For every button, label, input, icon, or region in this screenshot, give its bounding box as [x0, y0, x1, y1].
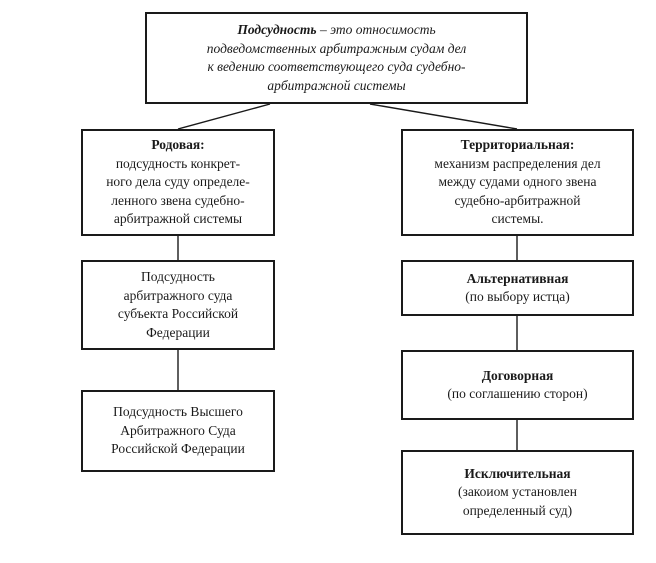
generic-line-2: ного дела суду определе- — [106, 174, 250, 190]
generic-title: Родовая: — [151, 137, 205, 153]
subject-court-line-2: арбитражного суда — [123, 287, 233, 303]
generic-jurisdiction-box: Родовая: подсудность конкрет- ного дела … — [81, 129, 275, 236]
exclusive-title: Исключительная — [464, 465, 571, 481]
connector-main-to-generic — [177, 103, 271, 130]
definition-term: Подсудность — [237, 22, 317, 37]
jurisdiction-definition-box: Подсудность – это относимость подведомст… — [145, 12, 528, 104]
contractual-line-1: (по соглашению сторон) — [447, 386, 588, 401]
generic-line-1: подсудность конкрет- — [115, 155, 241, 171]
territorial-jurisdiction-box: Территориальная: механизм распределения … — [401, 129, 634, 236]
supreme-court-line-3: Российской Федерации — [111, 441, 245, 457]
territorial-line-4: системы. — [491, 211, 544, 227]
exclusive-line-2: определенный суд) — [462, 502, 573, 518]
definition-line-1: Подсудность – это относимость — [237, 21, 435, 40]
supreme-court-line-1: Подсудность Высшего — [113, 404, 243, 420]
connector-main-to-territorial — [369, 103, 518, 130]
generic-line-3: ленного звена судебно- — [111, 192, 245, 208]
territorial-line-3: судебно-арбитражной — [454, 192, 581, 208]
supreme-court-line-2: Арбитражного Суда — [120, 422, 236, 438]
exclusive-line-1: (закоиом установлен — [457, 484, 577, 500]
territorial-line-1: механизм распределения дел — [434, 155, 601, 171]
subject-court-jurisdiction-box: Подсудность арбитражного суда субъекта Р… — [81, 260, 275, 350]
contractual-jurisdiction-box: Договорная (по соглашению сторон) — [401, 350, 634, 420]
definition-text-1: – это относимость — [316, 22, 436, 37]
subject-court-line-4: Федерации — [146, 324, 210, 340]
territorial-title: Территориальная: — [460, 137, 575, 153]
territorial-line-2: между судами одного звена — [438, 174, 597, 190]
subject-court-line-1: Подсудность — [141, 269, 215, 284]
supreme-court-jurisdiction-box: Подсудность Высшего Арбитражного Суда Ро… — [81, 390, 275, 472]
alternative-title: Альтернативная — [466, 270, 569, 286]
contractual-title: Договорная — [481, 367, 554, 383]
alternative-line-1: (по выбору истца) — [465, 289, 570, 304]
subject-court-line-3: субъекта Российской — [117, 306, 239, 321]
alternative-jurisdiction-box: Альтернативная (по выбору истца) — [401, 260, 634, 316]
definition-line-4: арбитражной системы — [267, 77, 406, 93]
exclusive-jurisdiction-box: Исключительная (закоиом установлен опред… — [401, 450, 634, 535]
generic-line-4: арбитражной системы — [113, 211, 243, 227]
definition-line-3: к ведению соответствующего суда судебно- — [207, 59, 466, 74]
definition-line-2: подведомственных арбитражным судам дел — [206, 40, 467, 56]
